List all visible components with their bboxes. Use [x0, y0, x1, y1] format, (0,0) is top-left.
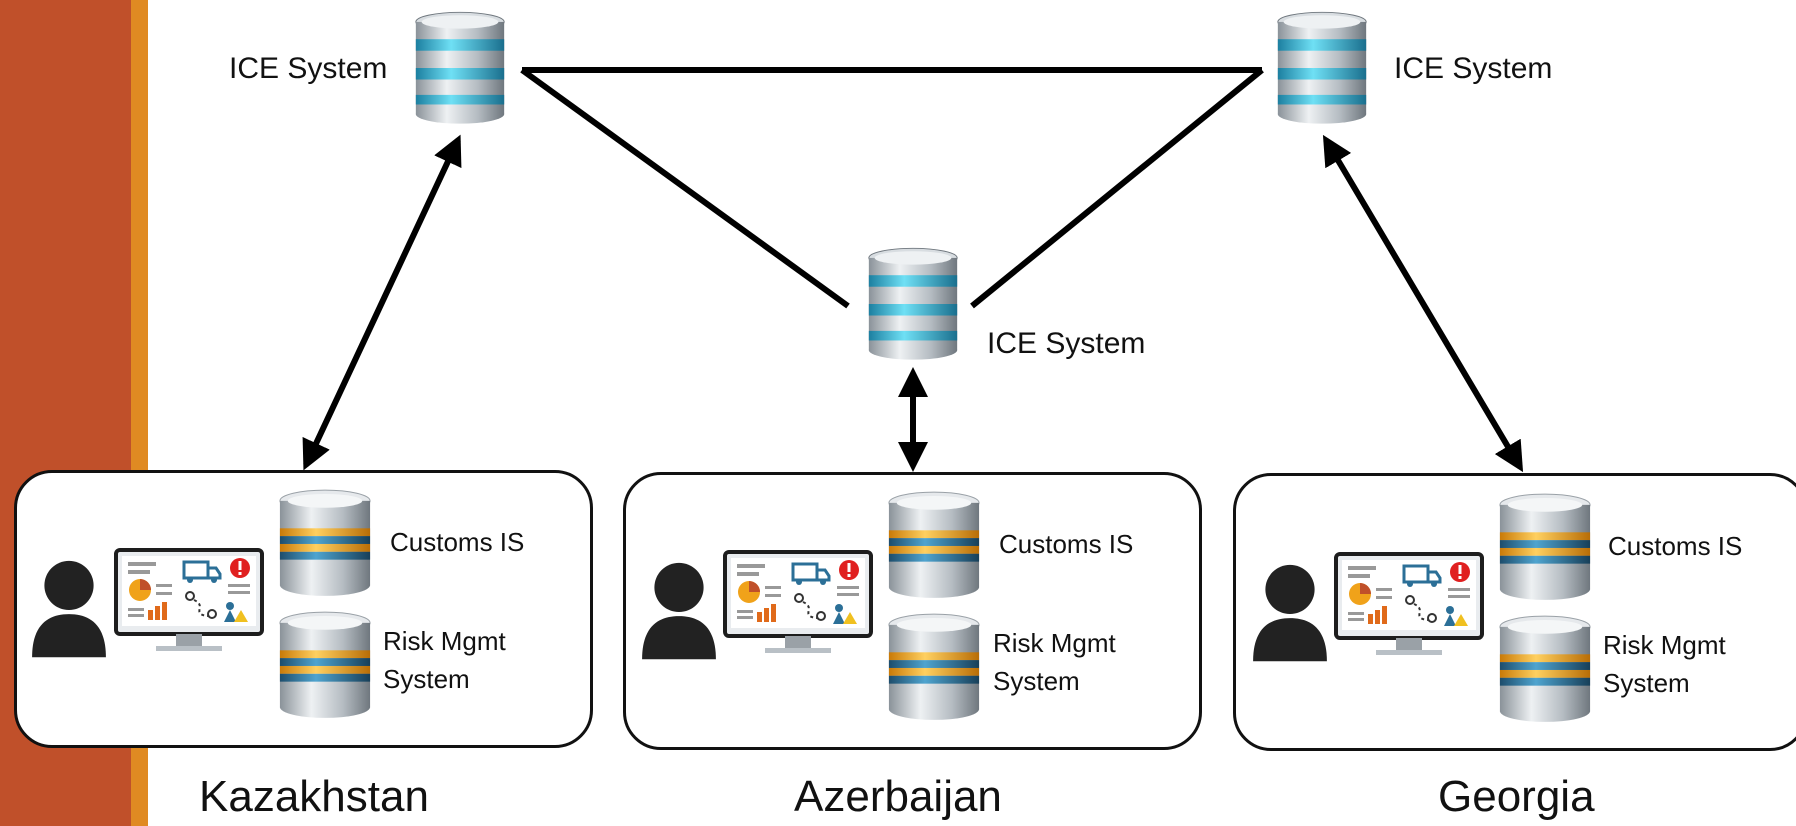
database-icon: [276, 610, 374, 720]
database-icon: [412, 6, 508, 130]
risk-label-line2-kazakhstan: System: [383, 664, 470, 694]
link-ice-left-ice-center: [520, 67, 850, 309]
country-name-georgia: Georgia: [1438, 772, 1595, 821]
risk-label-line2-azerbaijan: System: [993, 666, 1080, 696]
link-ice-right-ice-center: [970, 67, 1264, 309]
database-icon: [1274, 6, 1370, 130]
ice-node-label-left: ICE System: [229, 52, 388, 85]
database-icon: [1496, 492, 1594, 602]
country-name-kazakhstan: Kazakhstan: [199, 772, 429, 821]
customs-is-label-georgia: Customs IS: [1608, 531, 1743, 561]
monitor-dashboard-icon: [723, 550, 873, 660]
user-icon: [28, 552, 110, 664]
risk-label-line2-georgia: System: [1603, 668, 1690, 698]
arrow-ice-kazakhstan: [302, 134, 462, 471]
ice-node-label-right: ICE System: [1394, 52, 1553, 85]
user-icon: [1249, 556, 1331, 668]
database-icon: [1496, 614, 1594, 724]
risk-label-line1-georgia: Risk Mgmt: [1603, 630, 1726, 660]
risk-label-line1-kazakhstan: Risk Mgmt: [383, 626, 506, 656]
ice-node-label-center: ICE System: [987, 327, 1146, 360]
customs-is-label-azerbaijan: Customs IS: [999, 529, 1134, 559]
arrow-ice-georgia: [1322, 134, 1524, 473]
database-icon: [276, 488, 374, 598]
database-icon: [885, 612, 983, 722]
user-icon: [638, 554, 720, 666]
monitor-dashboard-icon: [114, 548, 264, 658]
risk-label-line1-azerbaijan: Risk Mgmt: [993, 628, 1116, 658]
monitor-dashboard-icon: [1334, 552, 1484, 662]
customs-is-label-kazakhstan: Customs IS: [390, 527, 525, 557]
database-icon: [865, 242, 961, 366]
database-icon: [885, 490, 983, 600]
country-name-azerbaijan: Azerbaijan: [794, 772, 1002, 821]
